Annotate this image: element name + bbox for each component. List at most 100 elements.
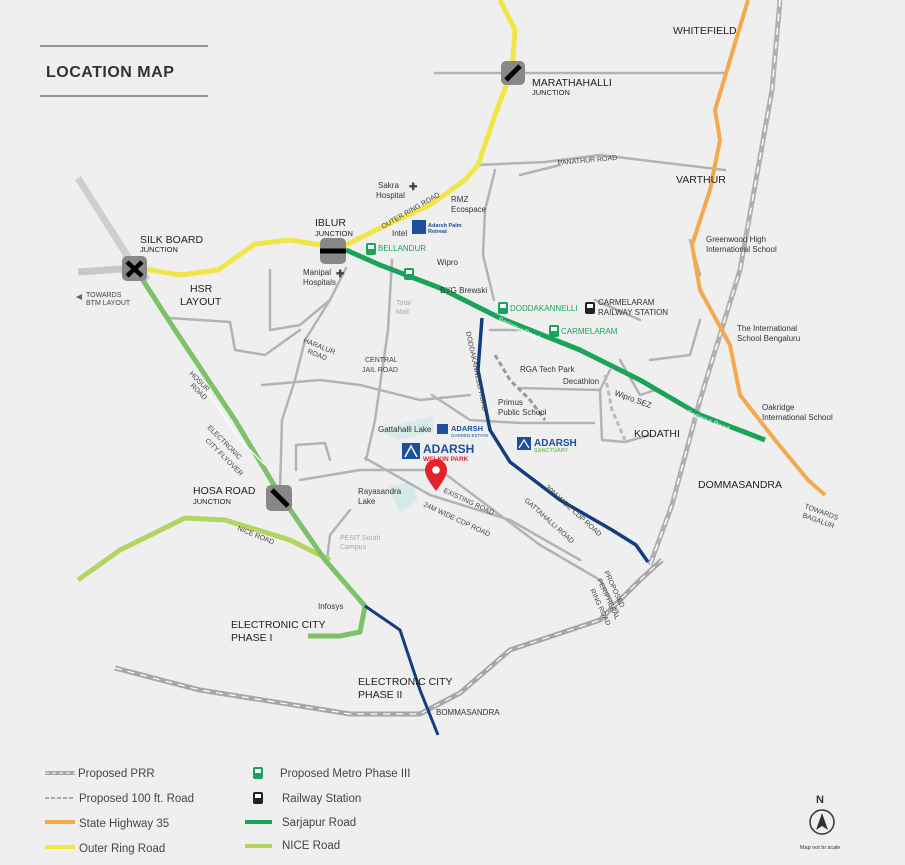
label-primus-1: Primus [498, 398, 523, 407]
proposed-prr [114, 558, 664, 717]
junction-marker-iblur [320, 238, 346, 264]
label-carmelaram-rs-2: RAILWAY STATION [598, 308, 668, 317]
compass-icon [809, 809, 835, 835]
label-bommasandra: BOMMASANDRA [436, 708, 500, 717]
hospital-icon-manipal: ✚ [336, 269, 345, 280]
label-decathlon: Decathlon [563, 377, 599, 386]
brand-welkin-park [402, 443, 420, 459]
label-welkin-2: WELKIN PARK [423, 456, 469, 463]
legend-label-prr: Proposed PRR [78, 768, 155, 780]
label-iblur-sub: JUNCTION [315, 229, 353, 238]
legend-label-sarjapur: Sarjapur Road [282, 817, 356, 829]
label-hosa-road: HOSA ROAD [193, 485, 256, 497]
label-oakridge-1: Oakridge [762, 403, 795, 412]
minor-roads [168, 71, 727, 614]
legend-label-metro: Proposed Metro Phase III [280, 768, 410, 780]
label-rga: RGA Tech Park [520, 365, 576, 374]
cdp-road-south [364, 604, 440, 736]
rayasandra-lake-shape [388, 482, 418, 512]
label-sanctuary-1: ADARSH [534, 438, 577, 449]
label-gattahalli-lake: Gattahalli Lake [378, 425, 432, 434]
label-total-mall-2: Mall [396, 309, 409, 316]
label-oakridge-2: International School [762, 413, 833, 422]
railway-line [647, 0, 783, 566]
label-primus-2: Public School [498, 408, 547, 417]
label-dommasandra: DOMMASANDRA [698, 479, 782, 491]
label-tisb-1: The International [737, 324, 797, 333]
junction-marker-hosa-road [266, 485, 292, 511]
nice-road [76, 515, 332, 583]
railway-station-icon [585, 302, 595, 314]
brand-sanctuary [517, 437, 531, 450]
label-hosa-road-sub: JUNCTION [193, 497, 231, 506]
label-infosys: Infosys [318, 602, 343, 611]
legend-symbols [45, 767, 272, 849]
label-ecity2-2: PHASE II [358, 689, 402, 701]
label-adarsh-palm-2: Retreat [428, 229, 447, 235]
label-rmz-1: RMZ [451, 195, 468, 204]
label-whitefield: WHITEFIELD [673, 25, 737, 37]
metro-icon-bellandur [366, 243, 376, 255]
label-wipro: Wipro [437, 258, 458, 267]
location-pin-icon [425, 459, 447, 491]
label-towards-btm-2: BTM LAYOUT [86, 300, 131, 307]
label-sakra-1: Sakra [378, 181, 399, 190]
junction-marker-silk-board [122, 256, 147, 281]
legend-label-orr: Outer Ring Road [79, 843, 165, 855]
label-pesit-1: PESIT South [340, 535, 380, 542]
label-total-mall-1: Total [396, 300, 411, 307]
label-ecity1-1: ELECTRONIC CITY [231, 619, 326, 631]
state-highway-35 [690, 0, 827, 497]
legend-label-railway: Railway Station [282, 793, 361, 805]
metro-icon-total-mall [404, 268, 414, 280]
legend-label-100ft: Proposed 100 ft. Road [79, 793, 194, 805]
label-sakra-2: Hospital [376, 191, 405, 200]
label-adarsh-palm-1: Adarsh Palm [428, 223, 462, 229]
label-greenwood-1: Greenwood High [706, 235, 766, 244]
label-iblur: IBLUR [315, 217, 346, 229]
label-intel: Intel [392, 229, 407, 238]
proposed-100ft-road [493, 354, 547, 421]
label-ecity2-1: ELECTRONIC CITY [358, 676, 453, 688]
hospital-icon: ✚ [409, 182, 418, 193]
label-rayasandra-1: Rayasandra [358, 487, 402, 496]
label-silk-board: SILK BOARD [140, 234, 203, 246]
label-pesit-2: Campus [340, 544, 367, 551]
label-welkin-1: ADARSH [423, 442, 474, 456]
adarsh-logo-icon [412, 220, 426, 234]
proposed-100ft-road-2 [603, 374, 627, 441]
gattahalli-lake-shape [378, 416, 434, 440]
label-marathahalli-sub: JUNCTION [532, 88, 570, 97]
compass-scale-note: Map not to scale [800, 845, 840, 851]
label-hsr-2: LAYOUT [180, 296, 222, 308]
arrow-left-icon [76, 294, 82, 300]
label-rayasandra-2: Lake [358, 497, 376, 506]
sarjapur-road [344, 247, 766, 443]
electronic-city-flyover [199, 379, 266, 466]
label-manipal-1: Manipal [303, 268, 331, 277]
metro-icon-doddakannelli [498, 302, 508, 314]
hosur-road [132, 266, 368, 639]
label-silk-board-sub: JUNCTION [140, 245, 178, 254]
map-title: LOCATION MAP [46, 64, 174, 81]
label-towards-btm-1: TOWARDS [86, 292, 122, 299]
brand-garden-estate [437, 424, 448, 434]
label-ecity1-2: PHASE I [231, 632, 272, 644]
road-silk-board-north [75, 176, 138, 270]
label-tisb-2: School Bengaluru [737, 334, 800, 343]
metro-icon-carmelaram [549, 325, 559, 337]
label-byg: BYG Brewski [440, 286, 487, 295]
compass-north-label: N [816, 794, 824, 806]
label-central-jail-2: JAIL ROAD [362, 367, 398, 374]
label-metro-bellandur: BELLANDUR [378, 244, 426, 253]
label-carmelaram-rs-1: CARMELARAM [598, 298, 655, 307]
label-kodathi: KODATHI [634, 428, 680, 440]
label-hsr-1: HSR [190, 283, 213, 295]
label-garden-2: GARDEN ESTATE [451, 433, 488, 438]
label-metro-doddakannelli: DODDAKANNELLI [510, 304, 578, 313]
label-marathahalli: MARATHAHALLI [532, 77, 612, 89]
legend-label-nice: NICE Road [282, 840, 340, 852]
